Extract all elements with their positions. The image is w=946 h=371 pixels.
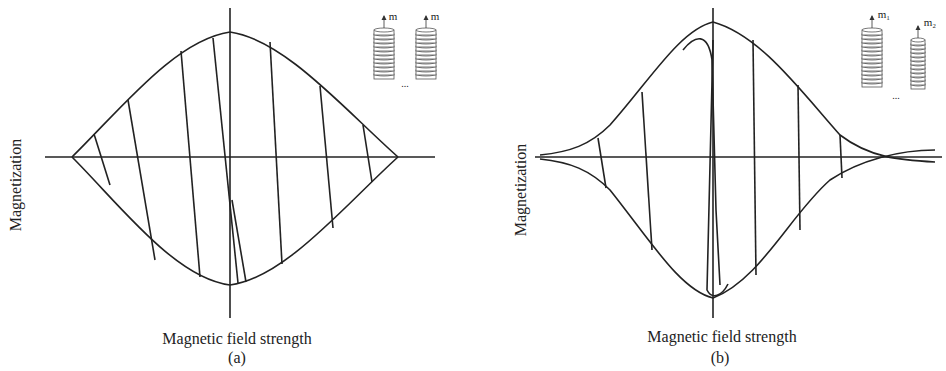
- minor-loop: [232, 200, 246, 282]
- axis-label: Magnetic field strength: [162, 331, 311, 347]
- minor-loop: [270, 42, 282, 264]
- envelope-upper: [72, 32, 398, 157]
- envelope-lower: [540, 150, 935, 298]
- minor-loop: [798, 85, 800, 230]
- minor-loop: [181, 51, 200, 277]
- minor-loop: [642, 92, 652, 250]
- magnet-disc-top: [374, 28, 394, 32]
- axis-label: Magnetization: [8, 139, 24, 231]
- minor-loop: [598, 138, 606, 188]
- panel-label: (a): [228, 350, 246, 366]
- panel-label: (b): [711, 350, 730, 366]
- moment-label: m: [389, 11, 398, 22]
- moment-label: m₁: [878, 9, 890, 20]
- m-axis: [229, 8, 231, 318]
- minor-loop: [840, 135, 842, 178]
- minor-loop: [94, 134, 110, 185]
- moment-label: m: [431, 11, 440, 22]
- moment-arrowhead: [870, 15, 875, 20]
- axis-label: Magnetization: [513, 144, 529, 236]
- moment-arrowhead: [424, 15, 429, 20]
- moment-label: m₂: [924, 17, 936, 28]
- moment-arrowhead: [916, 25, 921, 30]
- magnet-disc-top: [911, 38, 925, 42]
- minor-loop: [213, 38, 238, 283]
- ellipsis: ...: [401, 79, 409, 89]
- ellipsis: ...: [892, 91, 900, 101]
- magnet-stacks: [374, 15, 925, 89]
- minor-loop: [128, 100, 155, 260]
- axis-label: Magnetic field strength: [647, 329, 796, 345]
- minor-loop: [320, 86, 333, 228]
- h-axis: [45, 156, 435, 158]
- minor-loop: [707, 40, 728, 296]
- minor-loop: [363, 125, 372, 182]
- minor-loop: [683, 39, 720, 285]
- minor-loop: [753, 40, 756, 275]
- magnet-disc-top: [416, 28, 436, 32]
- moment-arrowhead: [382, 15, 387, 20]
- envelope-lower: [72, 157, 398, 285]
- magnet-disc-top: [862, 28, 882, 32]
